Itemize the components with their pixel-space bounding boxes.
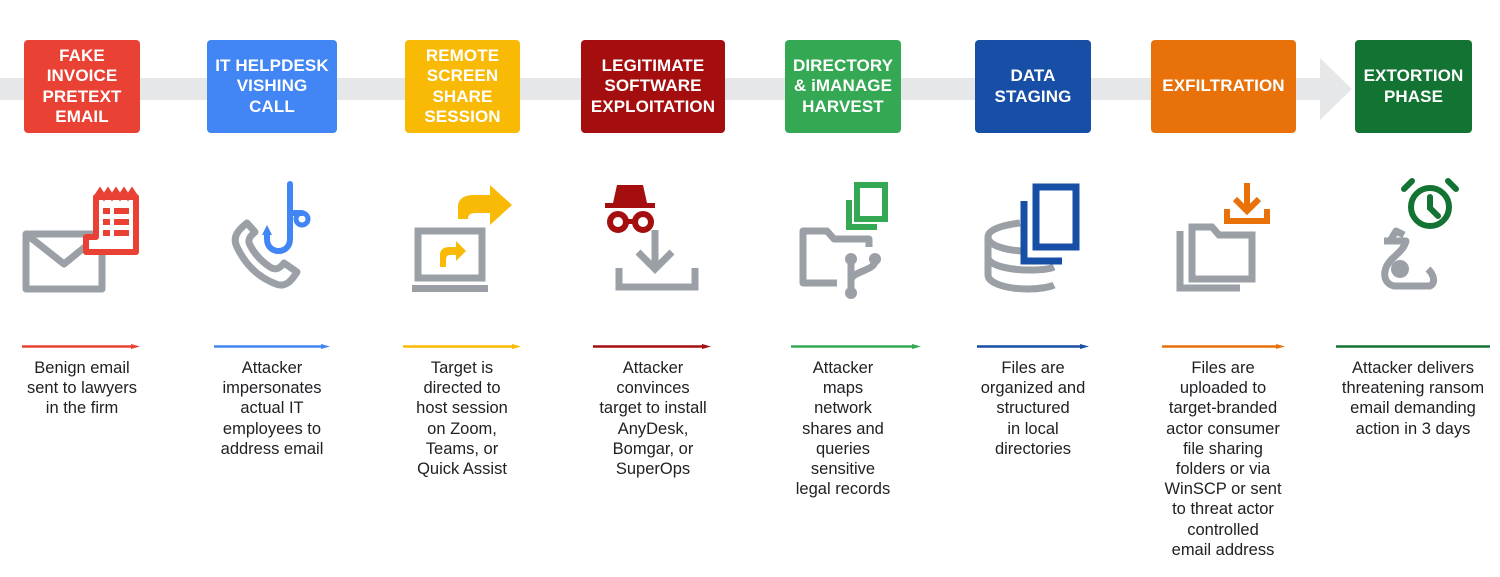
stage-description: Attacker impersonates actual IT employee… (220, 359, 324, 458)
stage-it-helpdesk: IT HELPDESK VISHING CALL Attacker impers… (187, 0, 357, 577)
phone-with-fishhook-icon (202, 175, 342, 300)
stage-title-box: DATA STAGING (975, 40, 1091, 133)
stage-description: Files are uploaded to target-branded act… (1164, 359, 1282, 559)
stage-title-box: LEGITIMATE SOFTWARE EXPLOITATION (581, 40, 725, 133)
stage-title-box: REMOTE SCREEN SHARE SESSION (405, 40, 520, 133)
stage-data-staging: DATA STAGING Files are organized and st (960, 0, 1130, 577)
stage-directory-harvest: DIRECTORY & iMANAGE HARVEST (771, 0, 941, 577)
folder-upload-icon (1172, 175, 1312, 300)
money-bag-alarm-icon (1360, 175, 1500, 300)
stage-title-box: EXTORTION PHASE (1355, 40, 1472, 133)
stage-fake-invoice: FAKE INVOICE PRETEXT EMAIL (0, 0, 170, 577)
folder-network-icon (791, 175, 931, 300)
stage-title-box: EXFILTRATION (1151, 40, 1296, 133)
stage-connector-arrow (214, 344, 330, 349)
stage-description: Target is directed to host session on Zo… (416, 359, 508, 479)
stage-connector-arrow (403, 344, 521, 349)
stage-connector-arrow (593, 344, 711, 349)
stage-exfiltration: EXFILTRATION Files are uploaded to targ (1140, 0, 1310, 577)
stage-connector-arrow (1162, 344, 1285, 349)
stage-connector-line (1336, 344, 1490, 349)
stage-description: Benign email sent to lawyers in the firm (26, 359, 138, 418)
stage-description: Attacker convinces target to install Any… (599, 359, 707, 479)
stage-connector-arrow (977, 344, 1089, 349)
database-copy-icon (980, 175, 1120, 300)
stage-extortion: EXTORTION PHASE Attacker del (1330, 0, 1500, 577)
stage-connector-arrow (791, 344, 921, 349)
stage-connector-arrow (22, 344, 140, 349)
timeline-band-arrowhead (1320, 58, 1352, 120)
stage-legitimate-software: LEGITIMATE SOFTWARE EXPLOITATION A (567, 0, 737, 577)
stage-title-box: DIRECTORY & iMANAGE HARVEST (785, 40, 901, 133)
stage-description: Files are organized and structured in lo… (980, 359, 1086, 458)
stage-description: Attacker maps network shares and queries… (795, 359, 891, 499)
stage-description: Attacker delivers threatening ransom ema… (1341, 359, 1485, 438)
stage-remote-screen-share: REMOTE SCREEN SHARE SESSION Target is di… (378, 0, 548, 577)
stage-title-box: FAKE INVOICE PRETEXT EMAIL (24, 40, 140, 133)
envelope-with-invoice-icon (20, 175, 160, 300)
stage-title-box: IT HELPDESK VISHING CALL (207, 40, 337, 133)
spy-download-icon (583, 175, 723, 300)
laptop-share-icon (396, 175, 536, 300)
